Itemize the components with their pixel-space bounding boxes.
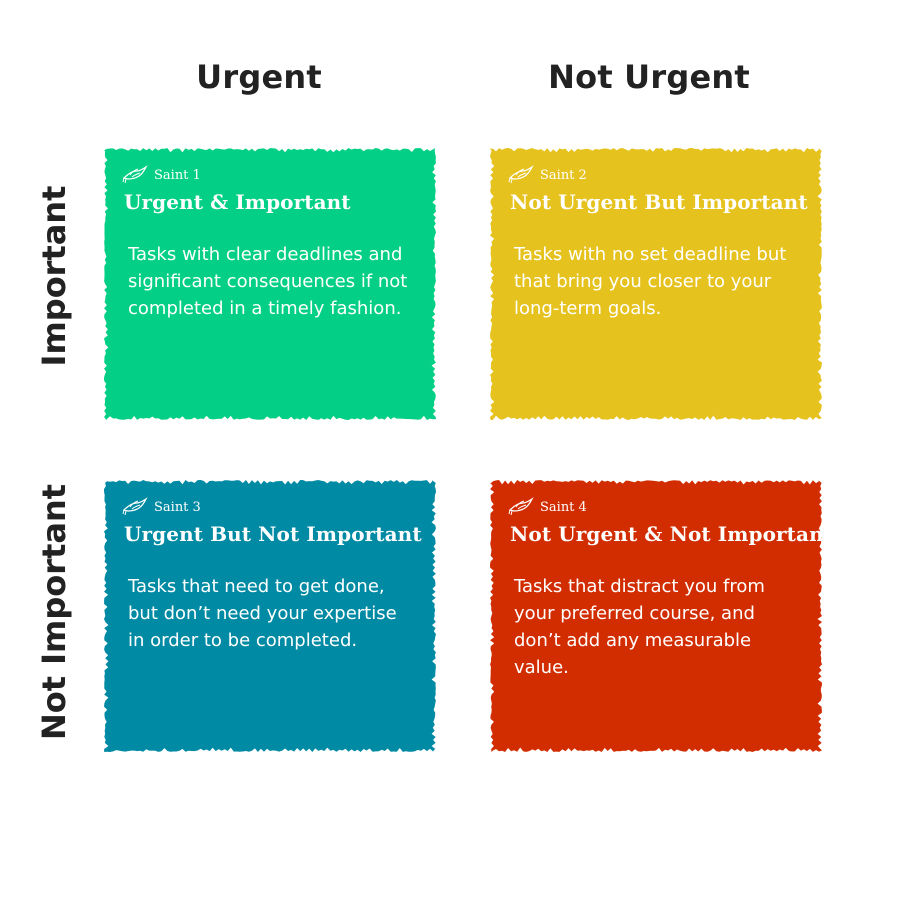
saint-label: Saint 3 [154,499,201,515]
bird-icon [508,497,534,516]
column-header-urgent: Urgent [196,58,322,96]
row-header-important: Important [35,185,73,367]
quadrant-title: Urgent But Not Important [124,522,422,546]
quadrant-description: Tasks that need to get done, but don’t n… [128,576,397,651]
quadrant-background [490,480,822,752]
row-header-not-important: Not Important [35,483,73,741]
quadrant-title: Urgent & Important [124,190,351,214]
saint-label: Saint 1 [154,167,201,183]
quadrant-urgent-important: Saint 1 Urgent & Important Tasks with cl… [104,148,436,420]
column-header-not-urgent: Not Urgent [548,58,750,96]
quadrant-background [490,148,822,420]
saint-label: Saint 2 [540,167,587,183]
quadrant-description: Tasks with no set deadline but that brin… [514,244,787,319]
bird-icon [122,165,148,184]
quadrant-background [104,148,436,420]
bird-icon [508,165,534,184]
quadrant-background [104,480,436,752]
quadrant-title: Not Urgent & Not Important [510,522,834,546]
quadrant-urgent-not-important: Saint 3 Urgent But Not Important Tasks t… [104,480,436,752]
saint-tag: Saint 2 [508,164,802,186]
saint-tag: Saint 1 [122,164,416,186]
saint-tag: Saint 4 [508,496,802,518]
quadrant-title: Not Urgent But Important [510,190,808,214]
quadrant-not-urgent-important: Saint 2 Not Urgent But Important Tasks w… [490,148,822,420]
quadrant-description: Tasks with clear deadlines and significa… [128,244,408,319]
saint-label: Saint 4 [540,499,587,515]
quadrant-not-urgent-not-important: Saint 4 Not Urgent & Not Important Tasks… [490,480,834,752]
bird-icon [122,497,148,516]
saint-tag: Saint 3 [122,496,416,518]
quadrant-description: Tasks that distract you from your prefer… [514,576,765,678]
